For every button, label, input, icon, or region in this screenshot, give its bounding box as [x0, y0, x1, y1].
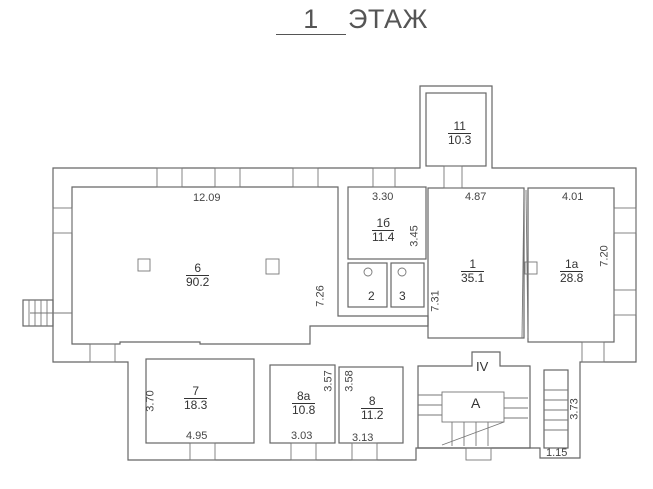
windows — [52, 165, 637, 461]
stair-a-wall — [417, 351, 531, 449]
dim-1-15: 1.15 — [546, 447, 568, 459]
dim-7-31: 7.31 — [429, 290, 442, 312]
floor-word: ЭТАЖ — [348, 4, 428, 34]
floor-number: 1 — [276, 4, 346, 35]
dim-12-09: 12.09 — [193, 192, 221, 204]
dim-7-26: 7.26 — [314, 285, 327, 307]
room-label-2: 2 — [368, 289, 375, 303]
dim-3-30: 3.30 — [372, 191, 394, 203]
dim-4-87: 4.87 — [465, 191, 487, 203]
dim-3-13: 3.13 — [352, 432, 374, 444]
dim-3-73: 3.73 — [568, 398, 581, 420]
outer-wall — [52, 85, 637, 461]
stairs-a-treads — [418, 394, 528, 446]
room-label-3: 3 — [399, 289, 406, 303]
dim-3-70: 3.70 — [144, 390, 157, 412]
room-label-iv: IV — [476, 359, 489, 374]
dim-4-01: 4.01 — [562, 191, 584, 203]
dim-3-45: 3.45 — [408, 225, 421, 247]
dim-3-57: 3.57 — [322, 370, 335, 392]
room-6-wall — [71, 186, 429, 345]
dim-4-95: 4.95 — [186, 430, 208, 442]
dim-7-20: 7.20 — [598, 245, 611, 267]
room-3-wall — [390, 262, 425, 308]
room-1a-wall — [527, 187, 615, 343]
entry-stair — [543, 369, 569, 449]
room-label-a: A — [471, 395, 481, 411]
dim-3-03: 3.03 — [291, 430, 313, 442]
dim-3-58: 3.58 — [343, 370, 356, 392]
room-1-wall — [427, 187, 525, 339]
room-2-wall — [347, 262, 388, 308]
